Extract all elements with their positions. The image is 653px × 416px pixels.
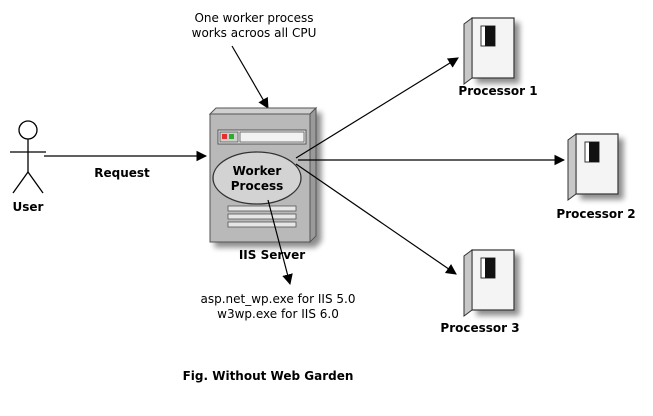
processor-3-icon (463, 249, 515, 317)
processor-2-label: Processor 2 (556, 207, 635, 221)
request-label: Request (94, 166, 150, 180)
annotation-line-2: works acroos all CPU (192, 26, 317, 40)
user-icon (10, 120, 46, 194)
worker-process-line-1: Worker (233, 164, 282, 178)
exe-arrow (267, 199, 293, 286)
worker-process-ellipse (212, 151, 302, 205)
annotation-arrow (231, 45, 269, 109)
user-label: User (13, 200, 44, 214)
arrow-to-processor-3 (295, 163, 457, 275)
figure-caption: Fig. Without Web Garden (183, 369, 354, 383)
annotation-line-1: One worker process (194, 11, 313, 25)
worker-process-line-2: Process (231, 179, 284, 193)
processor-2-icon (567, 133, 619, 201)
processor-1-icon (463, 17, 515, 85)
status-led-green (229, 134, 234, 139)
iis-server-label: IIS Server (239, 248, 305, 262)
exe-line-1: asp.net_wp.exe for IIS 5.0 (201, 292, 356, 306)
arrow-to-processor-1 (295, 57, 459, 159)
exe-line-2: w3wp.exe for IIS 6.0 (217, 307, 339, 321)
status-led-red (222, 134, 227, 139)
processor-1-label: Processor 1 (458, 84, 537, 98)
processor-3-label: Processor 3 (440, 321, 519, 335)
